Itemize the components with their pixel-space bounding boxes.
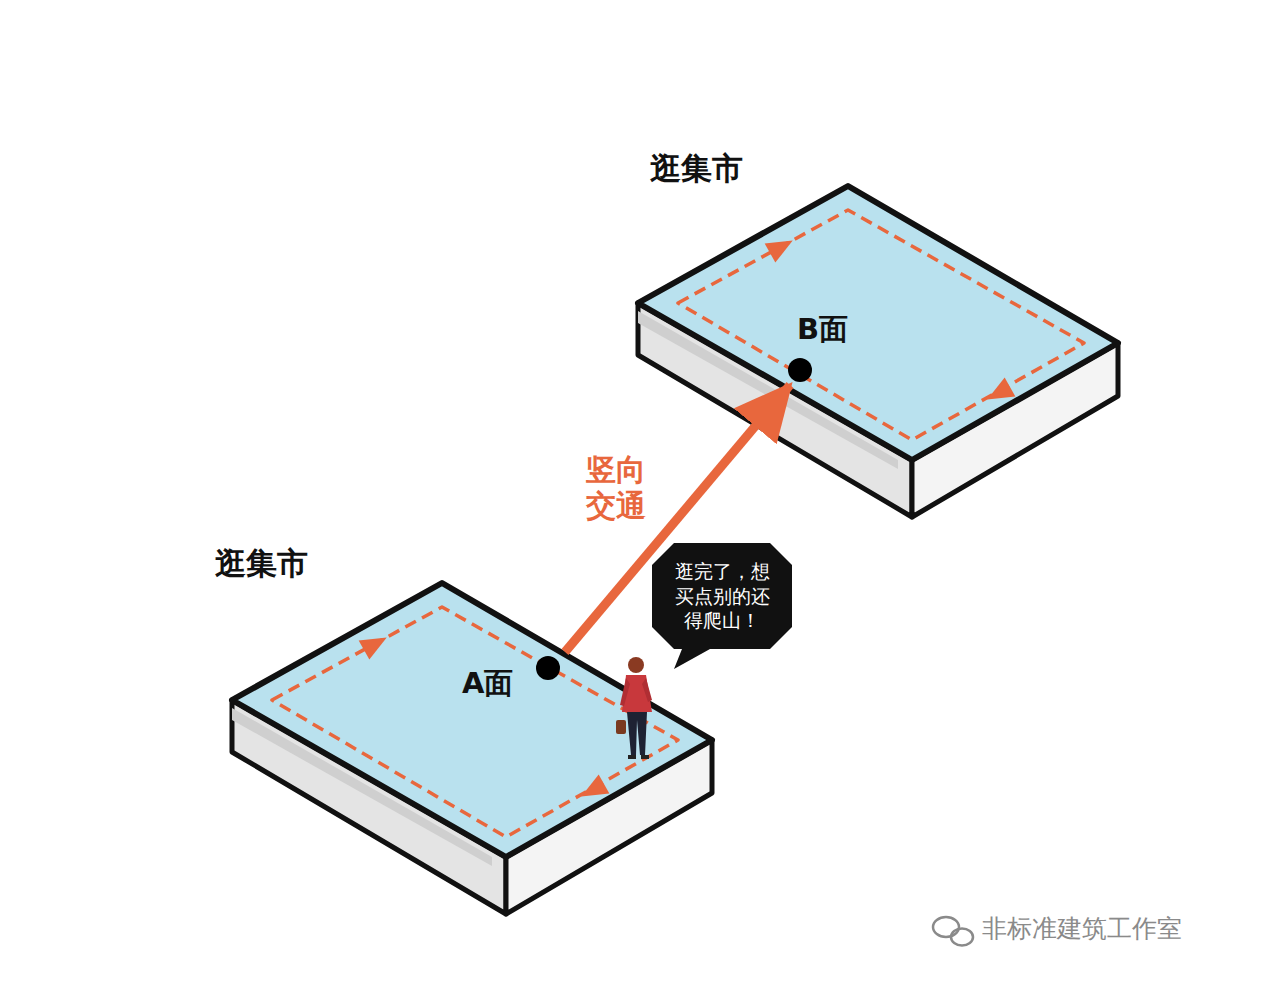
lower-slab [232, 583, 712, 914]
slab-title: 逛集市 [650, 148, 743, 190]
face-label: A面 [462, 664, 513, 704]
bubble-text: 逛完了，想买点别的还得爬山！ [672, 559, 772, 633]
upper-slab [638, 186, 1118, 517]
slab-title: 逛集市 [215, 543, 308, 585]
wechat-icon [933, 917, 973, 946]
woman-figure [616, 657, 652, 759]
market-slab: 逛集市 A面 [215, 543, 715, 918]
a-dot [536, 656, 560, 680]
market-slab: 逛集市 B面 [637, 148, 1119, 520]
b-dot [788, 358, 812, 382]
face-label: B面 [797, 310, 848, 350]
edge-label: 竖向 交通 [586, 452, 649, 524]
speech-bubble: 逛完了，想买点别的还得爬山！ [652, 543, 792, 649]
watermark: 非标准建筑工作室 [982, 912, 1182, 945]
